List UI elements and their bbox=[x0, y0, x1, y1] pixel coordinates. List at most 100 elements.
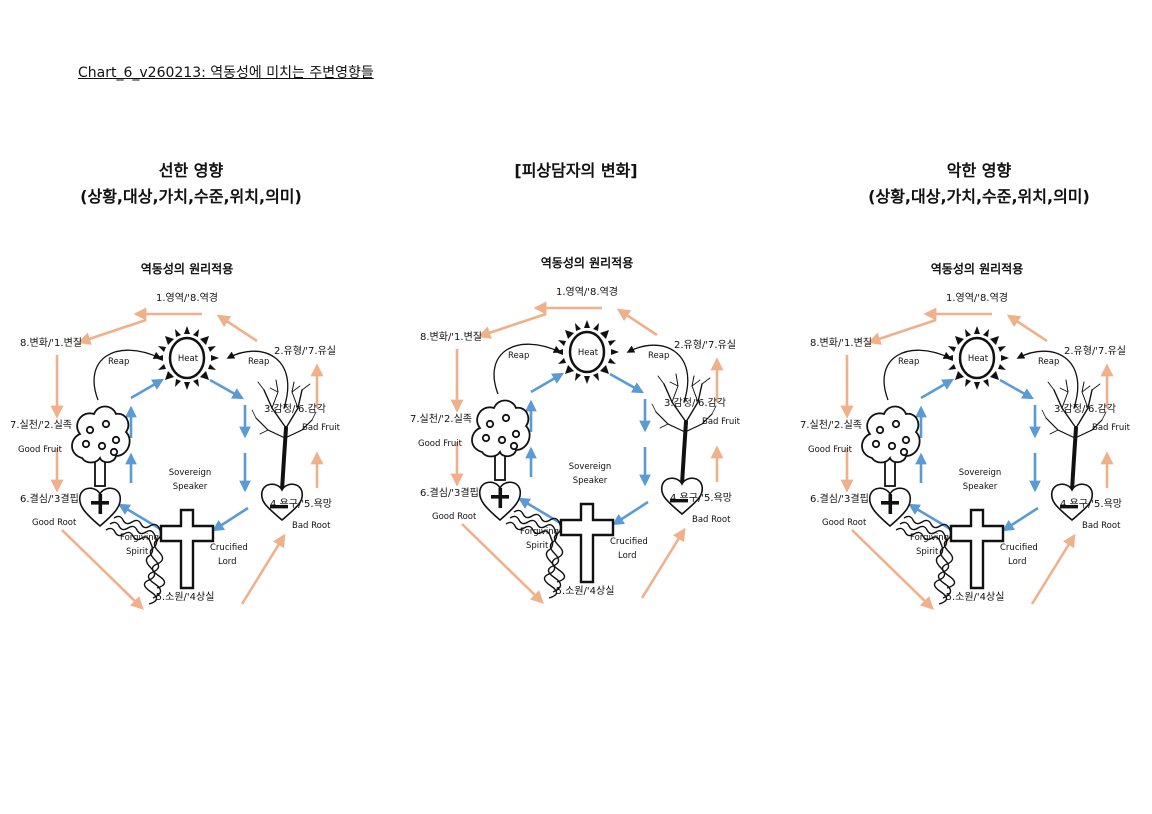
label-7-practice: 7.실천/'2.실족 bbox=[10, 420, 73, 431]
label-bad-fruit: Bad Fruit bbox=[702, 417, 740, 427]
label-speaker: Speaker bbox=[572, 476, 608, 486]
label-bad-fruit: Bad Fruit bbox=[302, 423, 340, 433]
label-heat: Heat bbox=[577, 348, 599, 358]
label-good-fruit: Good Fruit bbox=[418, 439, 462, 449]
bad-heart-icon bbox=[660, 477, 704, 516]
outer-cycle-arrows bbox=[50, 307, 324, 610]
good-fruit-tree-icon bbox=[71, 405, 131, 487]
panel-bad-influence: 역동성의 원리적용 1.영역/'8.역경 8.변화/'1.변질 2.유형/'7.… bbox=[792, 258, 1132, 618]
label-heat: Heat bbox=[967, 354, 989, 364]
crucified-cross-icon bbox=[949, 508, 1005, 590]
label-crucified: Crucified bbox=[1000, 543, 1038, 553]
sun-icon bbox=[945, 326, 1009, 390]
label-good-fruit: Good Fruit bbox=[18, 445, 62, 455]
sun-icon bbox=[155, 326, 219, 390]
label-5-wish: 5.소원/'4상실 bbox=[945, 592, 1005, 603]
label-lord: Lord bbox=[218, 557, 237, 567]
heading-good-line2: (상황,대상,가치,수준,위치,의미) bbox=[80, 187, 302, 206]
heading-bad-line1: 악한 영향 bbox=[946, 161, 1012, 180]
good-fruit-tree-icon bbox=[861, 405, 921, 487]
bad-fruit-tree-icon bbox=[251, 379, 317, 492]
dynamics-diagram bbox=[50, 307, 324, 610]
label-sovereign: Sovereign bbox=[168, 468, 212, 478]
crucified-cross-icon bbox=[559, 502, 615, 584]
label-good-root: Good Root bbox=[822, 518, 867, 528]
label-7-practice: 7.실천/'2.실족 bbox=[800, 420, 863, 431]
label-reap-left: Reap bbox=[508, 351, 530, 361]
inner-cycle-arrows bbox=[117, 378, 251, 532]
label-crucified: Crucified bbox=[610, 537, 648, 547]
outer-cycle-arrows bbox=[840, 307, 1114, 610]
good-heart-icon bbox=[478, 481, 522, 522]
panel-counselee-change: 역동성의 원리적용 1.영역/'8.역경 8.변화/'1.변질 2.유형/'7.… bbox=[402, 252, 742, 612]
reap-curves bbox=[493, 343, 689, 403]
label-3-emotion: 3.감정/'6.감각 bbox=[1054, 404, 1117, 415]
heading-counselee-change: [피상담자의 변화] bbox=[460, 158, 692, 184]
label-3-emotion: 3.감정/'6.감각 bbox=[664, 398, 727, 409]
bad-heart-icon bbox=[260, 483, 304, 522]
heading-center-line1: [피상담자의 변화] bbox=[514, 161, 638, 180]
good-heart-icon bbox=[868, 487, 912, 528]
label-crucified: Crucified bbox=[210, 543, 248, 553]
outer-cycle-arrows bbox=[450, 301, 724, 604]
label-8-change: 8.변화/'1.변질 bbox=[810, 338, 873, 349]
reap-curves bbox=[883, 349, 1079, 409]
label-4-need: 4.욕구/'5.욕망 bbox=[670, 493, 733, 504]
label-bad-root: Bad Root bbox=[1082, 521, 1121, 531]
label-forgiving: Forgiving bbox=[910, 533, 950, 543]
label-speaker: Speaker bbox=[962, 482, 998, 492]
label-6-resolve: 6.결심/'3결핍 bbox=[20, 494, 79, 505]
label-1-domain: 1.영역/'8.역경 bbox=[945, 293, 1009, 304]
label-lord: Lord bbox=[1008, 557, 1027, 567]
label-speaker: Speaker bbox=[172, 482, 208, 492]
label-3-emotion: 3.감정/'6.감각 bbox=[264, 404, 327, 415]
heading-good-line1: 선한 영향 bbox=[158, 161, 224, 180]
page-title: Chart_6_v260213: 역동성에 미치는 주변영향들 bbox=[78, 65, 374, 81]
label-reap-left: Reap bbox=[898, 357, 920, 367]
label-spirit: Spirit bbox=[526, 541, 549, 551]
heading-bad-line2: (상황,대상,가치,수준,위치,의미) bbox=[868, 187, 1090, 206]
panel-title: 역동성의 원리적용 bbox=[540, 256, 634, 270]
label-reap-right: Reap bbox=[648, 351, 670, 361]
inner-cycle-arrows bbox=[907, 378, 1041, 532]
reap-curves bbox=[93, 349, 289, 409]
heading-good-influence: 선한 영향 (상황,대상,가치,수준,위치,의미) bbox=[60, 158, 322, 210]
label-reap-right: Reap bbox=[248, 357, 270, 367]
bad-fruit-tree-icon bbox=[1041, 379, 1107, 492]
good-heart-icon bbox=[78, 487, 122, 528]
crucified-cross-icon bbox=[159, 508, 215, 590]
sun-icon bbox=[555, 320, 619, 384]
label-6-resolve: 6.결심/'3결핍 bbox=[810, 494, 869, 505]
inner-cycle-arrows bbox=[517, 372, 651, 526]
label-sovereign: Sovereign bbox=[958, 468, 1002, 478]
label-good-fruit: Good Fruit bbox=[808, 445, 852, 455]
label-1-domain: 1.영역/'8.역경 bbox=[155, 293, 219, 304]
label-1-domain: 1.영역/'8.역경 bbox=[555, 287, 619, 298]
label-bad-root: Bad Root bbox=[292, 521, 331, 531]
label-spirit: Spirit bbox=[916, 547, 939, 557]
label-lord: Lord bbox=[618, 551, 637, 561]
label-sovereign: Sovereign bbox=[568, 462, 612, 472]
label-7-practice: 7.실천/'2.실족 bbox=[410, 414, 473, 425]
dynamics-diagram bbox=[450, 301, 724, 604]
label-forgiving: Forgiving bbox=[520, 527, 560, 537]
label-4-need: 4.욕구/'5.욕망 bbox=[270, 499, 333, 510]
label-forgiving: Forgiving bbox=[120, 533, 160, 543]
label-4-need: 4.욕구/'5.욕망 bbox=[1060, 499, 1123, 510]
panel-title: 역동성의 원리적용 bbox=[930, 262, 1024, 276]
panel-title: 역동성의 원리적용 bbox=[140, 262, 234, 276]
label-5-wish: 5.소원/'4상실 bbox=[555, 586, 615, 597]
dynamics-diagram bbox=[840, 307, 1114, 610]
label-good-root: Good Root bbox=[32, 518, 77, 528]
good-fruit-tree-icon bbox=[471, 399, 531, 481]
label-reap-right: Reap bbox=[1038, 357, 1060, 367]
label-2-type: 2.유형/'7.유실 bbox=[1064, 346, 1127, 357]
heading-bad-influence: 악한 영향 (상황,대상,가치,수준,위치,의미) bbox=[848, 158, 1110, 210]
panel-good-influence: 역동성의 원리적용 1.영역/'8.역경 8.변화/'1.변질 2.유형/'7.… bbox=[2, 258, 342, 618]
forgiving-spirit-waves-icon bbox=[105, 515, 166, 605]
label-5-wish: 5.소원/'4상실 bbox=[155, 592, 215, 603]
label-2-type: 2.유형/'7.유실 bbox=[274, 346, 337, 357]
forgiving-spirit-waves-icon bbox=[895, 515, 956, 605]
bad-fruit-tree-icon bbox=[651, 373, 717, 486]
bad-heart-icon bbox=[1050, 483, 1094, 522]
